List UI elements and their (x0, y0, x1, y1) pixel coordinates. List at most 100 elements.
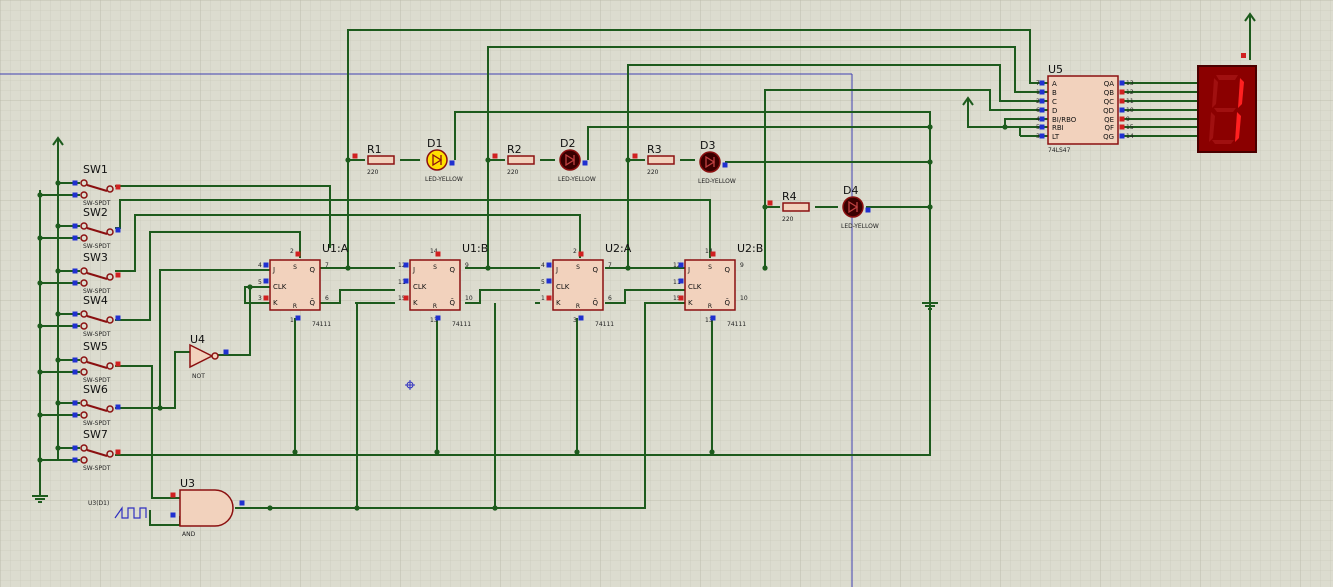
pin-number: 5 (1036, 124, 1040, 131)
pin-high-indicator (115, 184, 121, 190)
pin-low-indicator (115, 315, 121, 321)
pin-low-indicator (1119, 107, 1125, 113)
wire (115, 231, 301, 321)
junction-dot (927, 204, 933, 210)
pin-label-r: R (293, 303, 297, 310)
pin-low-indicator (72, 445, 78, 451)
pin-number: 9 (465, 262, 469, 269)
wire (347, 29, 1048, 268)
switch-ref: SW6 (83, 383, 108, 396)
resistor-value: 220 (507, 169, 519, 176)
pin-label-clk: CLK (556, 283, 570, 291)
pin-label-j: J (272, 266, 275, 274)
junction-dot (55, 180, 61, 186)
pin-low-indicator (403, 278, 409, 284)
pin-low-indicator (582, 160, 588, 166)
pin-number: 4 (1036, 116, 1040, 123)
pin-low-indicator (239, 500, 245, 506)
led-value: LED-YELLOW (841, 223, 879, 230)
pin-number: 10 (740, 295, 748, 302)
seven-segment-display[interactable] (1197, 53, 1257, 153)
pin-number: 10 (1126, 107, 1134, 114)
pin-label-s: S (576, 264, 580, 271)
switch-value: SW-SPDT (83, 465, 111, 472)
led-value: LED-YELLOW (698, 178, 736, 185)
decoder-input-name: RBI (1052, 124, 1064, 132)
pin-low-indicator (263, 262, 269, 268)
pin-number: 15 (673, 295, 681, 302)
components: SW1SW-SPDTSW2SW-SPDTSW3SW-SPDTSW4SW-SPDT… (32, 12, 1257, 538)
pin-high-indicator (1119, 116, 1125, 122)
pin-label-j: J (412, 266, 415, 274)
junction-dot (927, 159, 933, 165)
switch-value: SW-SPDT (83, 377, 111, 384)
decoder-input-name: D (1052, 107, 1057, 115)
junction-dot (345, 265, 351, 271)
gate-type: NOT (192, 373, 205, 380)
pin-low-indicator (1039, 124, 1045, 130)
pin-number: 6 (325, 295, 329, 302)
pin-low-indicator (1039, 98, 1045, 104)
wire (605, 289, 685, 304)
power-arrow (52, 136, 64, 150)
pin-label-q: Q (449, 266, 455, 274)
gate-type: AND (182, 531, 196, 538)
pin-number: 6 (1036, 107, 1040, 114)
pin-high-indicator (678, 295, 684, 301)
pin-low-indicator (72, 280, 78, 286)
pin-number: 4 (541, 262, 545, 269)
pin-number: 15 (398, 295, 406, 302)
pin-high-indicator (1119, 98, 1125, 104)
pin-label-q: Q (309, 266, 315, 274)
pin-number: 14 (705, 248, 713, 255)
probe-marker (405, 380, 415, 390)
junction-dot (1002, 124, 1008, 130)
junction-dot (625, 265, 631, 271)
switch-value: SW-SPDT (83, 420, 111, 427)
pin-number: 7 (325, 262, 329, 269)
led-ref: D1 (427, 137, 442, 150)
pin-label-qn: Q̄ (309, 298, 315, 307)
resistor-ref: R3 (647, 143, 662, 156)
pin-number: 11 (1126, 98, 1134, 105)
pin-number: 14 (430, 248, 438, 255)
pin-label-q: Q (592, 266, 598, 274)
wire (235, 302, 685, 509)
junction-dot (37, 457, 43, 463)
pin-low-indicator (1039, 116, 1045, 122)
pin-number: 9 (1126, 116, 1130, 123)
pin-number: 1 (1036, 89, 1040, 96)
pin-number: 12 (398, 262, 406, 269)
part-number: 74111 (452, 321, 471, 328)
junction-dot (55, 445, 61, 451)
pin-low-indicator (72, 235, 78, 241)
decoder-output-name: QB (1104, 89, 1115, 97)
junction-dot (37, 235, 43, 241)
wire (115, 214, 581, 272)
pin-high-indicator (403, 295, 409, 301)
clock-source[interactable]: U3(D1) (88, 500, 147, 519)
